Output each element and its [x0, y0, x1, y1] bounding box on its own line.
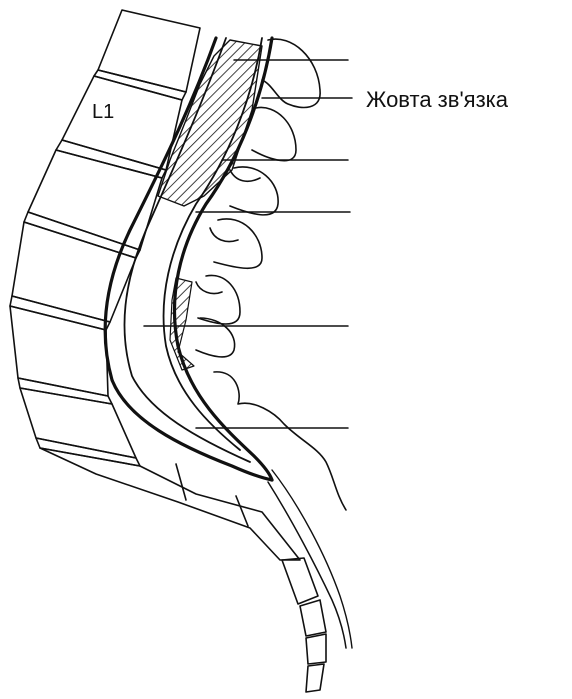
- spinous-process: [252, 107, 296, 160]
- spinous-process: [198, 275, 240, 324]
- disc: [18, 378, 112, 404]
- sacral-segment-line: [236, 496, 248, 526]
- disc: [36, 438, 140, 466]
- intervertebral-discs: [10, 70, 186, 466]
- ligamentum-flavum-label: Жовта зв'язка: [366, 87, 508, 113]
- coccyx-segment: [306, 634, 326, 664]
- coccyx-segment: [282, 558, 318, 604]
- disc: [10, 296, 110, 330]
- vertebra-label-l1: L1: [92, 101, 114, 124]
- posterior-contour: [230, 170, 260, 181]
- vertebral-body-l4: [10, 306, 108, 396]
- disc: [56, 140, 166, 178]
- disc: [94, 70, 186, 100]
- sacral-segment-line: [176, 464, 186, 500]
- vertebral-body-l3: [12, 222, 136, 322]
- coccyx-segment: [306, 664, 324, 692]
- vertebral-body-t12: [98, 10, 200, 92]
- disc: [24, 212, 140, 258]
- posterior-contour: [210, 228, 238, 242]
- spinous-process: [214, 219, 262, 268]
- spinous-process: [230, 167, 278, 215]
- coccyx: [282, 558, 326, 692]
- coccyx-segment: [300, 600, 326, 636]
- sacral-crest: [214, 372, 346, 510]
- posterior-contour: [196, 282, 222, 294]
